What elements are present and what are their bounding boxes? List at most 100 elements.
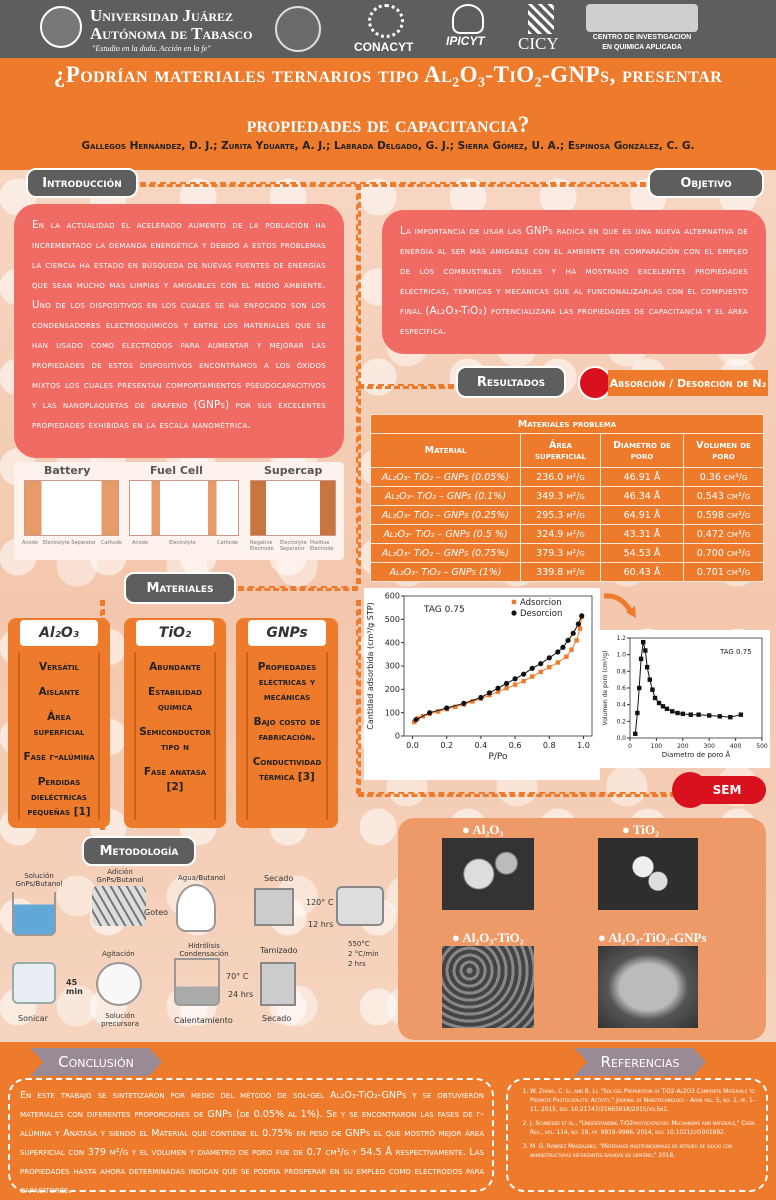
sem-panel: ● Al₂O₃ ● TiO₂ ● Al₂O₃-TiO₂ ● Al₂O₃-TiO₂…	[398, 818, 766, 1040]
y-axis-label: Volumen de poro (cm³/g)	[602, 651, 609, 726]
supercap-neg-label: Negative Electrode	[250, 540, 274, 552]
legend-marker	[511, 610, 517, 616]
sem-image-al2o3-tio2	[442, 946, 534, 1028]
energy-devices-figure: Battery Fuel Cell Supercap Anode Electro…	[14, 462, 344, 560]
poster-header: Universidad Juárez Autónoma de Tabasco "…	[0, 0, 776, 58]
data-point	[461, 700, 467, 706]
data-point	[444, 705, 450, 711]
data-point	[427, 710, 433, 716]
cell-area: 236.0 m²/g	[519, 467, 602, 487]
reference-item: J. Schneider et al., "Understanding TiO2…	[530, 1120, 760, 1138]
battery-title: Battery	[44, 464, 91, 477]
cell-volumen: 0.598 cm³/g	[682, 505, 765, 525]
metodologia-heading: Metodología	[82, 836, 196, 866]
cell-area: 295.3 m²/g	[519, 505, 602, 525]
material-property: Área superficial	[33, 711, 85, 738]
data-point	[503, 680, 510, 687]
data-point	[412, 719, 417, 725]
data-point	[570, 630, 576, 636]
step-solucion-gnps-label: Solución GnPs/Butanol	[15, 872, 63, 888]
y-tick-label: 300	[385, 662, 400, 671]
sem-label-tio2: ● TiO₂	[622, 822, 659, 837]
material-property: Fase anatasa [2]	[143, 766, 207, 793]
fuel-cell-title: Fuel Cell	[150, 464, 203, 477]
sem-label-tio2-text: TiO₂	[632, 822, 659, 837]
resultados-heading: Resultados	[456, 366, 566, 398]
data-point	[547, 664, 552, 670]
sem-heading: SEM	[688, 776, 766, 804]
param-550c: 550°C	[348, 940, 370, 948]
y-tick-label: 600	[385, 592, 400, 601]
cell-volumen: 0.701 cm³/g	[682, 562, 765, 582]
data-point	[574, 638, 579, 643]
introduccion-heading: Introducción	[26, 168, 138, 198]
cell-diametro: 43.31 Å	[600, 524, 684, 544]
x-axis-label: Diametro de poro Å	[662, 750, 731, 759]
material-property: Aislante	[38, 686, 80, 698]
cell-area: 349.3 m²/g	[519, 486, 602, 506]
param-120c: 120° C	[306, 898, 334, 907]
x-tick-label: 0.6	[509, 741, 522, 750]
fuel-labels: Anode Electrolyte Cathode	[132, 540, 238, 546]
y-tick-label: 100	[385, 708, 400, 717]
ipicyt-logo-icon	[452, 4, 484, 34]
data-point	[675, 710, 680, 716]
y-axis-label: Cantidad adsorbida (cm³/g STP)	[366, 602, 375, 729]
sem-label-al2o3-tio2-text: Al₂O₃-TiO₂	[462, 930, 524, 945]
data-point	[478, 694, 484, 701]
conacyt-logo-icon	[368, 4, 404, 38]
material-column-title: Al₂O₃	[18, 618, 100, 648]
ujat-logo-icon	[40, 6, 82, 48]
furnace-icon	[336, 886, 384, 926]
material-property: Fase γ-alúmina	[23, 751, 95, 763]
sem-image-al2o3	[442, 838, 534, 910]
battery-cathode-label: Cathode	[101, 540, 122, 546]
cell-area: 379.3 m²/g	[519, 543, 602, 563]
seal-logo-icon	[275, 6, 321, 52]
x-tick-label: 0.2	[440, 741, 453, 750]
sem-image-tio2	[598, 838, 698, 910]
data-point	[647, 677, 652, 682]
data-point	[633, 731, 638, 737]
cell-diametro: 64.91 Å	[600, 505, 684, 525]
graphene-icon	[92, 886, 146, 926]
data-point	[717, 714, 722, 719]
plot-frame	[403, 595, 593, 737]
flask-icon	[96, 962, 142, 1006]
objetivo-heading: Objetivo	[648, 168, 764, 198]
material-property: Semiconductor tipo n	[139, 726, 211, 753]
series-line	[415, 615, 583, 721]
sem-label-gnps-text: Al₂O₃-TiO₂-GNPs	[608, 930, 707, 945]
legend-marker	[511, 599, 517, 605]
x-tick-label: 100	[651, 743, 663, 750]
ciqa-label-1: Centro de investigacion	[592, 34, 692, 41]
battery-anode-label: Anode	[22, 540, 38, 546]
material-property: Bajo costo de fabricación.	[253, 716, 321, 743]
poster-title-line2: propiedades de capacitancia?	[246, 112, 530, 137]
x-tick-label: 200	[677, 743, 689, 750]
cell-area: 324.9 m²/g	[519, 524, 602, 544]
funnel-icon	[176, 884, 216, 932]
data-point	[486, 690, 493, 696]
fuel-cell-diagram-icon	[129, 480, 239, 536]
y-tick-label: 1.0	[616, 652, 626, 659]
data-point	[637, 685, 642, 691]
data-point	[635, 710, 640, 716]
referencias-heading: Referencias	[574, 1048, 706, 1076]
step-secado-top-label: Secado	[264, 874, 294, 883]
connector-sem	[358, 792, 676, 797]
chart-title: TAG 0.75	[719, 648, 752, 656]
introduccion-text: En la actualidad el acelerado aumento de…	[14, 204, 344, 458]
battery-electrolyte-label: Electrolyte Separator	[42, 540, 96, 546]
material-column-title: TiO₂	[134, 618, 216, 648]
fuel-cathode-label: Cathode	[216, 540, 238, 546]
sonicator-icon	[12, 962, 56, 1004]
data-point	[470, 699, 475, 704]
param-45min: 45 min	[66, 978, 83, 996]
data-point	[664, 706, 670, 712]
